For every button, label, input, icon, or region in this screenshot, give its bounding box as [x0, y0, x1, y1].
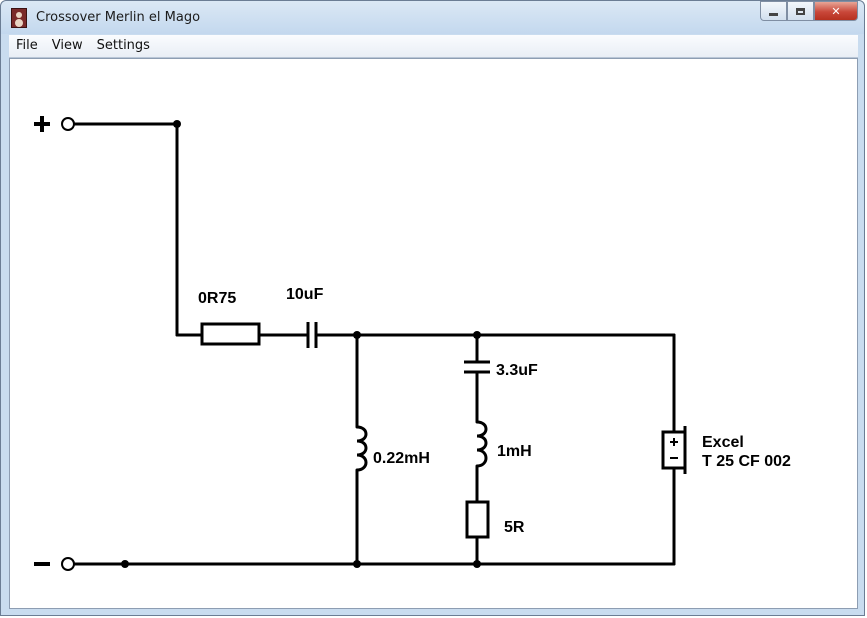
label-capacitor-notch: 3.3uF: [496, 362, 538, 379]
maximize-icon: [796, 7, 805, 15]
plus-sign-icon: [34, 116, 50, 132]
window-title: Crossover Merlin el Mago: [36, 10, 201, 25]
close-icon: ✕: [831, 4, 841, 18]
junction-dot: [173, 120, 181, 128]
speaker-icon[interactable]: [11, 8, 27, 28]
menu-view[interactable]: View: [51, 38, 83, 53]
junction-dot: [353, 560, 361, 568]
label-resistor-series: 0R75: [198, 290, 236, 307]
label-resistor-notch: 5R: [504, 519, 525, 536]
positive-terminal: [61, 117, 75, 131]
junction-dot: [353, 331, 361, 339]
junction-dot: [473, 560, 481, 568]
label-inductor-shunt: 0.22mH: [373, 450, 430, 467]
label-inductor-notch: 1mH: [497, 443, 532, 460]
tweeter-driver-icon: [661, 426, 687, 474]
label-driver-model: T 25 CF 002: [702, 453, 791, 470]
resistor-series-icon: [200, 322, 261, 346]
minimize-button[interactable]: [760, 1, 787, 21]
capacitor-series-icon: [306, 322, 318, 348]
capacitor-notch-icon: [464, 360, 490, 374]
title-bar[interactable]: Crossover Merlin el Mago ✕: [1, 1, 864, 34]
minimize-icon: [769, 12, 778, 16]
maximize-button[interactable]: [787, 1, 814, 21]
junction-dot: [473, 331, 481, 339]
resistor-notch-icon: [465, 500, 490, 539]
junction-dot: [121, 560, 129, 568]
close-button[interactable]: ✕: [814, 1, 858, 21]
menu-bar: File View Settings: [9, 35, 858, 58]
menu-file[interactable]: File: [16, 38, 38, 53]
negative-terminal: [61, 557, 75, 571]
label-driver-brand: Excel: [702, 434, 744, 451]
label-capacitor-series: 10uF: [286, 286, 324, 303]
inductor-notch-icon: [476, 420, 488, 468]
menu-settings[interactable]: Settings: [96, 38, 150, 53]
inductor-shunt-icon: [356, 425, 368, 472]
